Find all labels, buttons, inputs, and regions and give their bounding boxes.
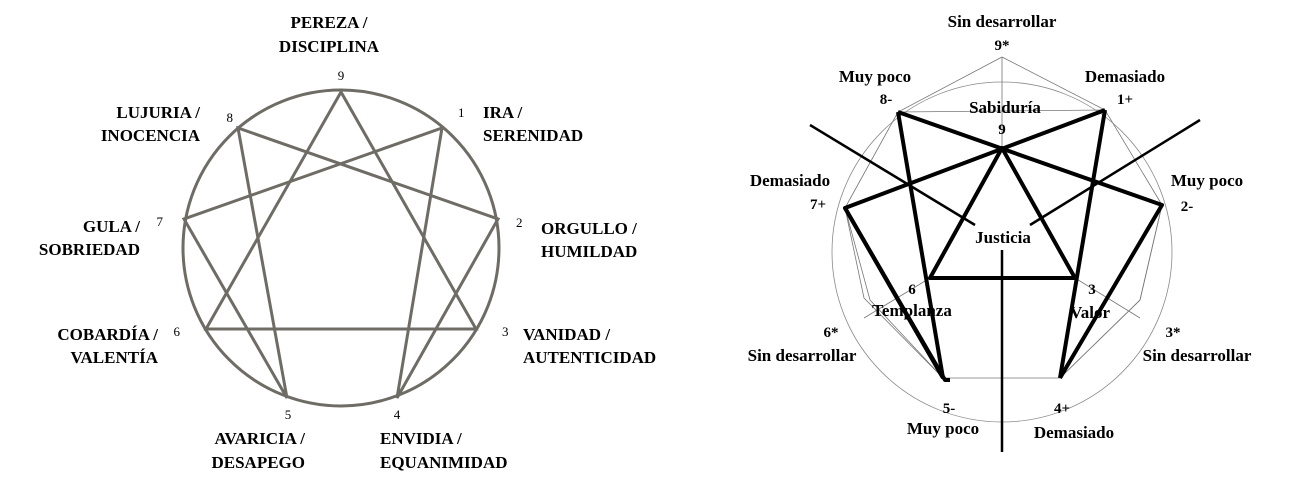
- left-point-number-4: 4: [394, 407, 401, 422]
- left-label-5-line2: DESAPEGO: [211, 453, 305, 472]
- outer-number-8: 8-: [880, 92, 893, 108]
- outer-label-2: Muy poco: [1171, 171, 1243, 190]
- left-label-1-line2: SERENIDAD: [483, 126, 583, 145]
- right-bold-lines: [843, 108, 1164, 382]
- left-point-number-1: 1: [458, 105, 465, 120]
- left-enneagram-hexad: [181, 125, 501, 399]
- left-label-1-line1: IRA /: [483, 103, 522, 122]
- outer-number-2: 2-: [1181, 199, 1194, 215]
- virtue-justicia: Justicia: [975, 228, 1031, 247]
- outer-label-4: Demasiado: [1034, 423, 1114, 442]
- left-point-number-9: 9: [338, 68, 345, 83]
- left-label-8-line2: INOCENCIA: [101, 126, 201, 145]
- inner-number-3: 3: [1088, 282, 1096, 298]
- left-point-number-7: 7: [157, 214, 164, 229]
- outer-label-7: Demasiado: [750, 171, 830, 190]
- left-enneagram-triangle: [203, 88, 479, 331]
- outer-number-9: 9*: [995, 38, 1010, 54]
- left-label-7-line2: SOBRIEDAD: [39, 240, 140, 259]
- outer-label-3: Sin desarrollar: [1143, 346, 1252, 365]
- left-label-9-line2: DISCIPLINA: [279, 37, 380, 56]
- right-axis-lines: [809, 118, 1201, 452]
- left-label-2-line1: ORGULLO /: [541, 219, 637, 238]
- outer-number-5: 5-: [943, 401, 956, 417]
- virtue-valor: Valor: [1070, 303, 1110, 322]
- virtue-templanza: Templanza: [872, 301, 952, 320]
- outer-number-4: 4+: [1054, 401, 1070, 417]
- left-label-6-line2: VALENTÍA: [70, 348, 158, 367]
- outer-label-1: Demasiado: [1085, 67, 1165, 86]
- left-point-number-8: 8: [227, 110, 234, 125]
- left-label-6-line1: COBARDÍA /: [57, 325, 158, 344]
- outer-label-9: Sin desarrollar: [948, 12, 1057, 31]
- left-label-4-line2: EQUANIMIDAD: [380, 453, 508, 472]
- left-point-number-6: 6: [174, 324, 181, 339]
- outer-number-6: 6*: [824, 325, 839, 341]
- right-enneagram: Sabiduría Justicia Templanza Valor 9 6 3…: [748, 12, 1252, 452]
- virtue-sabiduria: Sabiduría: [969, 98, 1041, 117]
- left-enneagram: 9 1 2 3 4 5 6 7 8 PEREZA / DISCIPLINA IR…: [39, 13, 656, 472]
- left-point-number-3: 3: [502, 324, 509, 339]
- left-label-5-line1: AVARICIA /: [214, 429, 305, 448]
- left-point-number-2: 2: [516, 215, 523, 230]
- left-label-4-line1: ENVIDIA /: [380, 429, 462, 448]
- outer-number-3: 3*: [1166, 325, 1181, 341]
- inner-number-6: 6: [908, 282, 916, 298]
- left-enneagram-circle: [181, 88, 501, 408]
- left-label-9-line1: PEREZA /: [291, 13, 368, 32]
- outer-label-8: Muy poco: [839, 67, 911, 86]
- left-label-2-line2: HUMILDAD: [541, 242, 637, 261]
- outer-number-7: 7+: [810, 197, 826, 213]
- left-label-3-line2: AUTENTICIDAD: [523, 348, 656, 367]
- inner-number-9: 9: [998, 122, 1006, 138]
- outer-number-1: 1+: [1117, 92, 1133, 108]
- left-label-8-line1: LUJURIA /: [116, 103, 200, 122]
- left-label-7-line1: GULA /: [83, 217, 140, 236]
- left-label-3-line1: VANIDAD /: [523, 325, 610, 344]
- outer-label-5: Muy poco: [907, 419, 979, 438]
- outer-label-6: Sin desarrollar: [748, 346, 857, 365]
- left-point-number-5: 5: [285, 407, 292, 422]
